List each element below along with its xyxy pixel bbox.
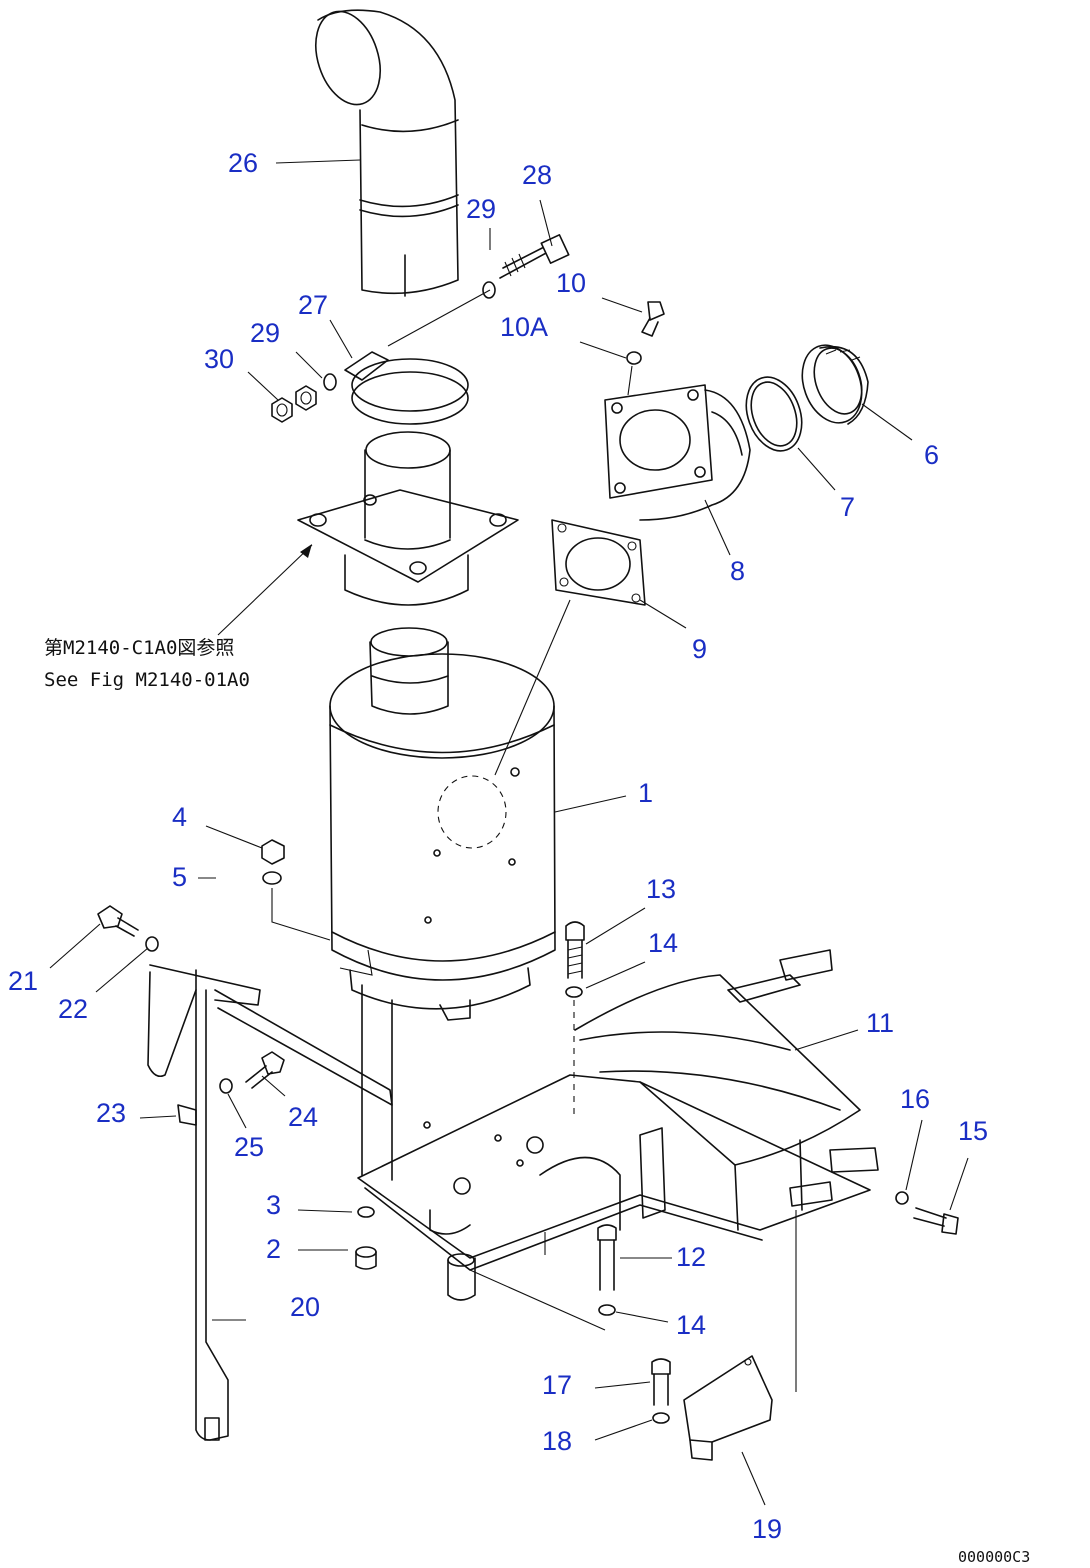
label-17: 17	[542, 1370, 572, 1400]
washer-5	[262, 871, 282, 885]
label-22: 22	[58, 994, 88, 1024]
bolt-12	[597, 1224, 617, 1291]
bolt-17	[651, 1358, 671, 1406]
washer-25	[219, 1078, 233, 1094]
label-10: 10	[556, 268, 586, 298]
label-7: 7	[840, 492, 855, 522]
exhaust-pipe-26	[315, 9, 459, 297]
bracket-11	[357, 949, 879, 1331]
outlet-flange-pipe	[297, 431, 519, 606]
reference-arrow	[300, 544, 312, 558]
label-10a: 10A	[500, 312, 548, 342]
washer-14a	[565, 986, 583, 998]
label-5: 5	[172, 862, 187, 892]
gasket-9	[494, 519, 646, 776]
bolt-2	[355, 1246, 377, 1270]
label-6: 6	[924, 440, 939, 470]
label-24: 24	[288, 1102, 318, 1132]
label-16: 16	[900, 1084, 930, 1114]
label-8: 8	[730, 556, 745, 586]
muffler-1	[329, 627, 556, 1181]
label-3: 3	[266, 1190, 281, 1220]
plate-19	[683, 1210, 797, 1461]
label-15: 15	[958, 1116, 988, 1146]
bolt-24	[245, 1051, 285, 1089]
nut-4	[261, 839, 285, 865]
label-4: 4	[172, 802, 187, 832]
inlet-elbow-8	[604, 365, 751, 521]
label-18: 18	[542, 1426, 572, 1456]
label-14a: 14	[648, 928, 678, 958]
label-12: 12	[676, 1242, 706, 1272]
bolt-21	[97, 905, 139, 937]
stay-20	[147, 964, 393, 1441]
bolt-28	[499, 234, 570, 279]
label-13: 13	[646, 874, 676, 904]
label-9: 9	[692, 634, 707, 664]
label-30: 30	[204, 344, 234, 374]
band-clamp-27	[344, 289, 491, 425]
washer-29a	[482, 281, 496, 299]
washer-10a	[626, 351, 642, 365]
label-21: 21	[8, 966, 38, 996]
label-26: 26	[228, 148, 258, 178]
label-1: 1	[638, 778, 653, 808]
washer-3	[357, 1206, 375, 1218]
washer-22	[145, 936, 159, 952]
leader-lines	[49, 159, 969, 1506]
drawing-code: 000000C3	[958, 1548, 1030, 1566]
label-25: 25	[234, 1132, 264, 1162]
rain-cap-6	[801, 344, 869, 425]
label-19: 19	[752, 1514, 782, 1544]
bolt-10	[641, 301, 665, 337]
label-28: 28	[522, 160, 552, 190]
nut-30	[271, 385, 317, 423]
label-2: 2	[266, 1234, 281, 1264]
label-14b: 14	[676, 1310, 706, 1340]
reference-note-jp: 第M2140-C1A0図参照	[44, 637, 234, 659]
bolt-13	[565, 921, 585, 979]
label-11: 11	[866, 1008, 894, 1038]
label-29b: 29	[250, 318, 280, 348]
washer-18	[652, 1412, 670, 1424]
washer-14b	[598, 1304, 616, 1316]
bolt-15	[913, 1207, 959, 1235]
washer-16	[895, 1191, 909, 1205]
washer-29b	[323, 373, 337, 391]
reference-note-en: See Fig M2140-01A0	[44, 669, 250, 691]
o-ring-7	[745, 376, 803, 452]
label-20: 20	[290, 1292, 320, 1322]
label-23: 23	[96, 1098, 126, 1128]
label-29a: 29	[466, 194, 496, 224]
label-27: 27	[298, 290, 328, 320]
